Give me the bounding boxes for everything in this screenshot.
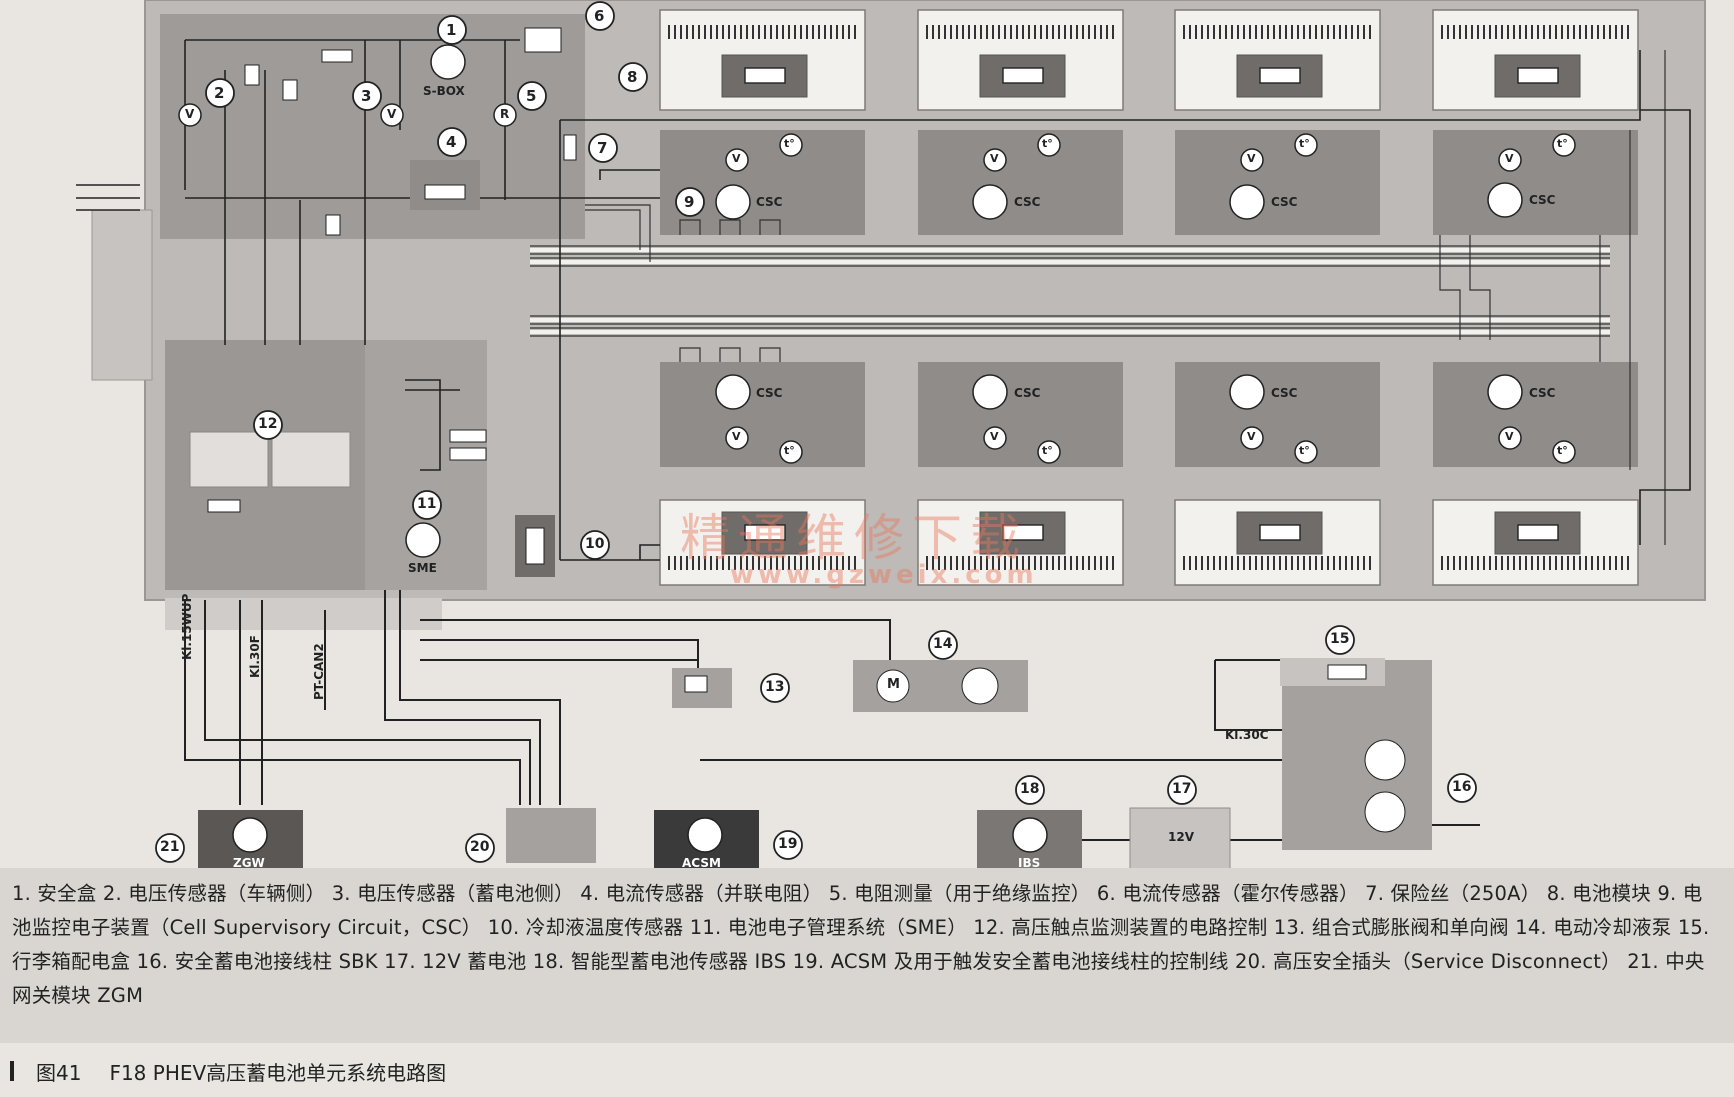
callout-4: 4: [446, 133, 457, 151]
caption-bar: [10, 1061, 14, 1081]
kl15wup-label: Kl.15WUP: [180, 593, 194, 660]
csc-volt-8: V: [1505, 430, 1514, 443]
csc-label-8: CSC: [1529, 386, 1556, 400]
csc-volt-2: V: [990, 152, 999, 165]
csc-temp-6: t°: [1042, 444, 1053, 457]
callout-12: 12: [258, 416, 278, 432]
thermistor-icons: [744, 67, 1559, 541]
sme-label: SME: [408, 561, 437, 575]
csc-temp-5: t°: [784, 444, 795, 457]
zgw-label: ZGW: [233, 856, 265, 870]
bus-wiring-outline: [530, 50, 1666, 545]
callout-15: 15: [1330, 631, 1350, 647]
csc-modules-upper: [660, 130, 1638, 235]
meter-circles: [178, 103, 1576, 464]
kl30f-label: Kl.30F: [248, 635, 262, 678]
callout-2: 2: [214, 84, 225, 102]
csc-temp-8: t°: [1557, 444, 1568, 457]
watermark-url: www.gzweix.com: [730, 560, 1038, 590]
ptcan2-label: PT-CAN2: [312, 643, 326, 700]
battery-12v-label: 12V: [1168, 830, 1194, 844]
safety-box-components: [244, 27, 577, 236]
csc-label-3: CSC: [1271, 195, 1298, 209]
csc-label-1: CSC: [756, 195, 783, 209]
watermark: 精通维修下载: [680, 509, 1028, 567]
callout-17: 17: [1172, 781, 1192, 797]
csc-volt-5: V: [732, 430, 741, 443]
callout-7: 7: [597, 139, 608, 157]
callout-13: 13: [765, 679, 785, 695]
resistance-symbol-5: R: [500, 107, 510, 121]
csc-label-5: CSC: [756, 386, 783, 400]
housing-bottom-strip: [165, 598, 442, 630]
legend-text: 1. 安全盒 2. 电压传感器（车辆侧） 3. 电压传感器（蓄电池侧） 4. 电…: [12, 882, 1710, 1007]
figure-number: 图41: [36, 1060, 82, 1085]
csc-volt-3: V: [1247, 152, 1256, 165]
callout-5: 5: [526, 87, 537, 105]
motor-symbol: M: [887, 677, 900, 692]
csc-label-4: CSC: [1529, 193, 1556, 207]
transistor-icons: [232, 44, 1523, 853]
csc-temp-4: t°: [1557, 137, 1568, 150]
csc-label-2: CSC: [1014, 195, 1041, 209]
sbox-label: S-BOX: [423, 84, 465, 98]
safety-box-region: [160, 14, 585, 239]
csc-temp-2: t°: [1042, 137, 1053, 150]
voltmeter-symbol-3: V: [387, 107, 397, 121]
callout-20: 20: [470, 839, 490, 855]
callout-1: 1: [446, 21, 457, 39]
callout-10: 10: [585, 536, 605, 552]
bus-wiring: [530, 248, 1610, 334]
callout-16: 16: [1452, 779, 1472, 795]
kl30c-label: Kl.30C: [1225, 728, 1269, 742]
csc-modules-lower: [660, 362, 1638, 467]
callout-8: 8: [627, 68, 638, 86]
csc-volt-4: V: [1505, 152, 1514, 165]
csc-volt-1: V: [732, 152, 741, 165]
cell-temp-sensors: [721, 54, 1581, 555]
callout-21: 21: [160, 839, 180, 855]
callout-3: 3: [361, 87, 372, 105]
figure-title: F18 PHEV高压蓄电池单元系统电路图: [109, 1060, 447, 1085]
csc-temp-1: t°: [784, 137, 795, 150]
csc-label-7: CSC: [1271, 386, 1298, 400]
acsm-label: ACSM: [682, 856, 721, 870]
callout-6: 6: [594, 7, 605, 25]
csc-volt-6: V: [990, 430, 999, 443]
callout-circles: [155, 1, 1477, 863]
csc-temp-7: t°: [1299, 444, 1310, 457]
sme-components: [189, 429, 555, 577]
callout-19: 19: [778, 836, 798, 852]
csc-label-6: CSC: [1014, 386, 1041, 400]
callout-11: 11: [417, 496, 437, 512]
diagram-text-layer: 1 2 3 4 5 6 7 8 9 10 11 12 13 14 15 16 1…: [160, 7, 1568, 870]
housing-tab: [91, 209, 153, 381]
ibs-label: IBS: [1018, 856, 1041, 870]
csc-temp-3: t°: [1299, 137, 1310, 150]
callout-18: 18: [1020, 781, 1040, 797]
callout-14: 14: [933, 636, 953, 652]
legend-box: 1. 安全盒 2. 电压传感器（车辆侧） 3. 电压传感器（蓄电池侧） 4. 电…: [0, 868, 1734, 1043]
figure-caption: 图41 F18 PHEV高压蓄电池单元系统电路图: [10, 1054, 446, 1088]
callout-9: 9: [684, 193, 695, 211]
csc-volt-7: V: [1247, 430, 1256, 443]
voltmeter-symbol-2: V: [185, 107, 195, 121]
